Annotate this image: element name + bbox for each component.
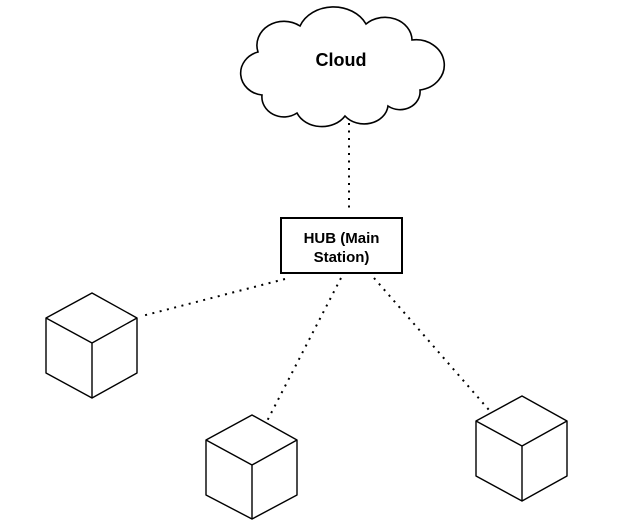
edge-hub-to-cube-right: [373, 277, 490, 411]
cube-left-node: [45, 292, 138, 399]
cube-right-edges: [475, 420, 568, 501]
edge-hub-to-cube-center: [264, 277, 342, 426]
cloud-node: Cloud: [239, 6, 446, 128]
cloud-icon: [239, 6, 446, 128]
cube-left-edges: [45, 317, 138, 398]
hub-node: HUB (Main Station): [280, 217, 403, 274]
cube-center-node: [205, 414, 298, 520]
cloud-label: Cloud: [316, 50, 367, 70]
hub-label-line1: HUB (Main: [304, 230, 380, 247]
edge-hub-to-cube-left: [141, 278, 286, 317]
cube-center-edges: [205, 439, 298, 519]
hub-box: [280, 217, 403, 274]
edges: [141, 123, 490, 426]
cube-right-node: [475, 395, 568, 502]
hub-label-line2: Station): [314, 249, 370, 266]
